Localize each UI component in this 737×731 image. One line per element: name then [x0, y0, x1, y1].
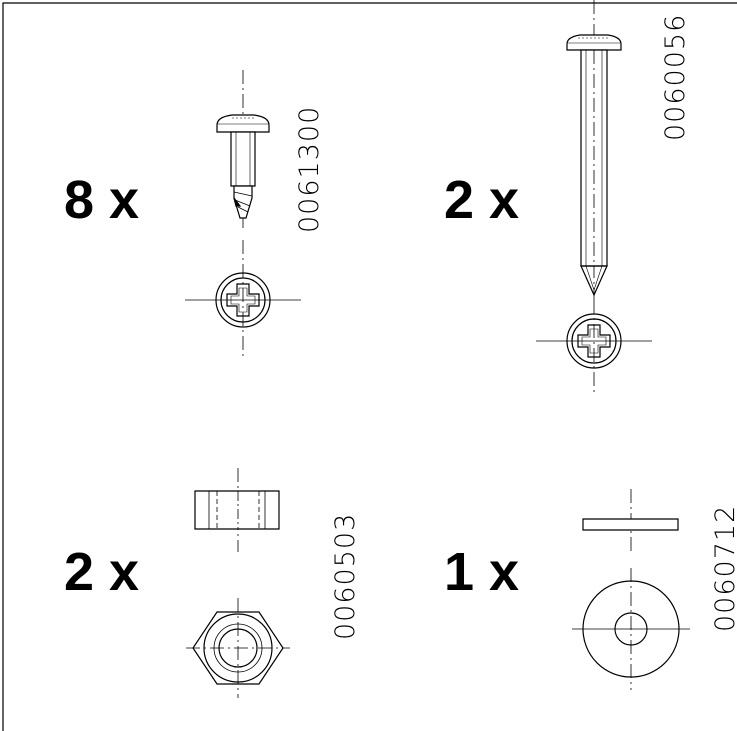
part-number-washer: 0060712 — [710, 504, 737, 632]
part-number-screw-long: 0060056 — [660, 13, 691, 141]
short-screw-side-view — [217, 70, 269, 230]
hex-nut-side-view — [195, 468, 279, 552]
short-screw-top-view — [185, 240, 301, 360]
quantity-label-hex-nut: 2 x — [64, 542, 140, 602]
long-screw-side-view — [567, 0, 621, 300]
part-number-screw-short: 0061300 — [294, 105, 325, 233]
quantity-label-washer: 1 x — [444, 542, 520, 602]
washer-side-view — [583, 489, 678, 553]
hex-nut-top-view — [186, 598, 290, 698]
long-screw-top-view — [536, 300, 652, 395]
part-number-hex-nut: 0060503 — [330, 512, 361, 640]
drawing-frame — [3, 3, 737, 731]
quantity-label-screw-long: 2 x — [444, 170, 520, 230]
quantity-label-screw-short: 8 x — [64, 170, 140, 230]
washer-top-view — [572, 568, 690, 690]
